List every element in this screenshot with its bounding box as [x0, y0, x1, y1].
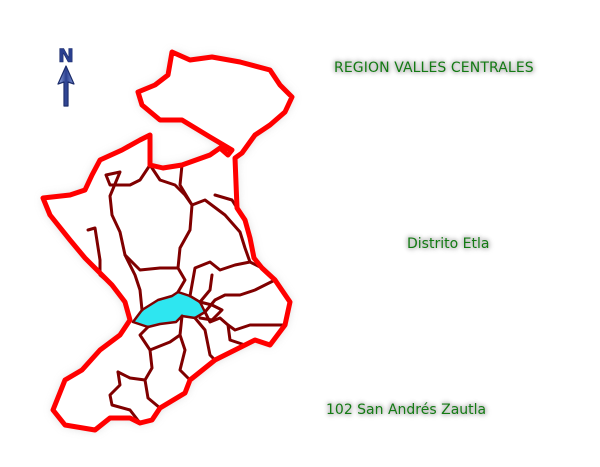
north-letter: N [58, 45, 74, 67]
district-label: Distrito Etla [407, 236, 490, 252]
region-title: REGION VALLES CENTRALES [334, 60, 534, 76]
municipality-label: 102 San Andrés Zautla [326, 402, 487, 418]
municipality-boundaries [86, 163, 287, 425]
highlighted-municipality[interactable] [131, 290, 207, 329]
region-inner-border [181, 146, 233, 167]
north-arrow-icon: N [57, 45, 75, 107]
